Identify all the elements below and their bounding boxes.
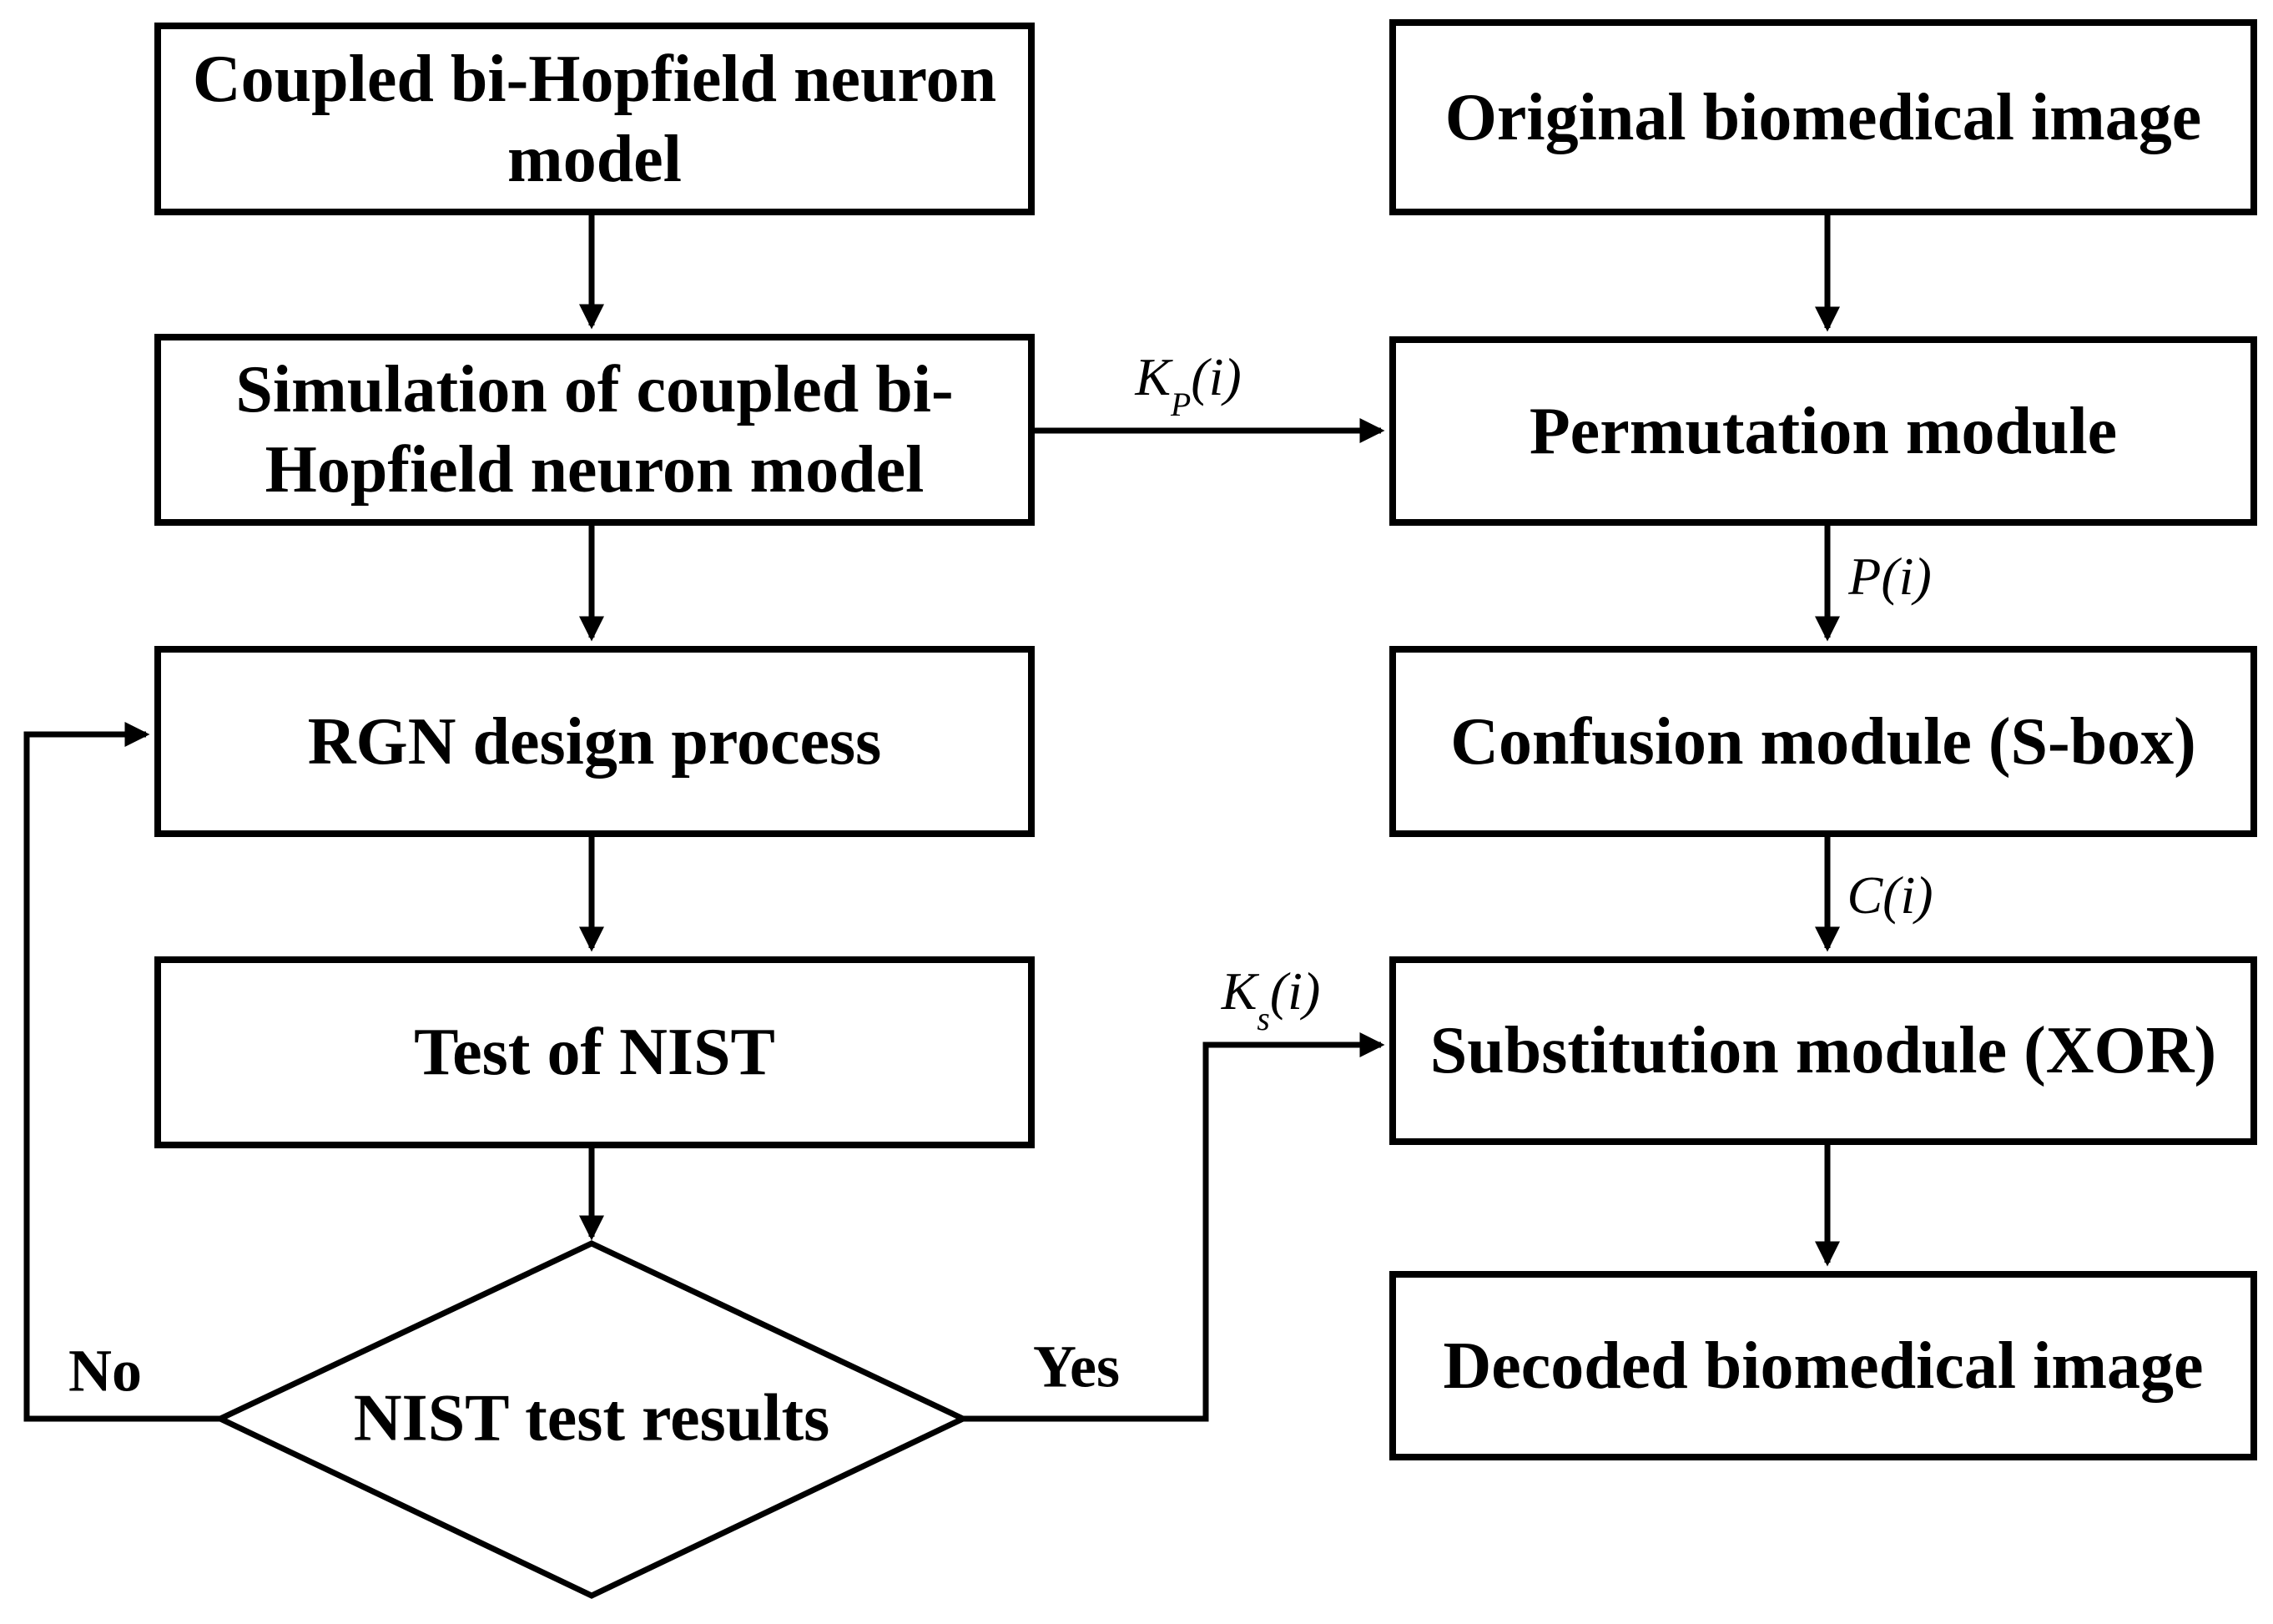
edge-label-c-i: C(i) bbox=[1847, 865, 1933, 926]
box-label: Confusion module (S-box) bbox=[1450, 704, 2196, 779]
box-label: Test of NIST bbox=[414, 1016, 775, 1089]
box-simulation-of-coupled-bi-hopfield-neuron-model: Simulation of coupled bi- Hopfield neuro… bbox=[154, 334, 1035, 526]
box-coupled-bi-hopfield-neuron-model: Coupled bi-Hopfield neuron model bbox=[154, 23, 1035, 215]
box-label: Coupled bi-Hopfield neuron model bbox=[192, 42, 997, 196]
edge-label-kp-i: KP(i) bbox=[1135, 346, 1242, 421]
arrow-yes-ks-decision-to-substitution bbox=[963, 1031, 1385, 1422]
box-rgn-design-process: RGN design process bbox=[154, 646, 1035, 837]
box-label: Simulation of coupled bi- Hopfield neuro… bbox=[235, 353, 954, 507]
math-base: P bbox=[1848, 547, 1882, 606]
box-label: RGN design process bbox=[307, 704, 882, 779]
math-subscript: P bbox=[1171, 386, 1192, 423]
box-label: Original biomedical image bbox=[1444, 80, 2202, 154]
decision-diamond-shape bbox=[213, 1240, 970, 1599]
edge-label-p-i: P(i) bbox=[1848, 546, 1932, 608]
arrow-no-loop-decision-to-rgn bbox=[23, 721, 220, 1422]
box-label: Decoded biomedical image bbox=[1443, 1329, 2204, 1403]
decision-nist-test-results-label: NIST test results bbox=[353, 1381, 830, 1455]
edge-label-ks-i: Ks(i) bbox=[1221, 961, 1321, 1036]
branch-label-yes: Yes bbox=[1033, 1333, 1120, 1400]
math-args: (i) bbox=[1269, 961, 1321, 1021]
math-args: (i) bbox=[1882, 865, 1933, 925]
box-permutation-module: Permutation module bbox=[1389, 336, 2257, 526]
box-confusion-module-sbox: Confusion module (S-box) bbox=[1389, 646, 2257, 837]
box-substitution-module-xor: Substitution module (XOR) bbox=[1389, 956, 2257, 1145]
box-original-biomedical-image: Original biomedical image bbox=[1389, 19, 2257, 215]
box-label: Permutation module bbox=[1529, 394, 2118, 468]
math-args: (i) bbox=[1881, 547, 1932, 606]
math-base: K bbox=[1221, 961, 1257, 1021]
box-decoded-biomedical-image: Decoded biomedical image bbox=[1389, 1271, 2257, 1460]
math-subscript: s bbox=[1257, 1000, 1270, 1037]
box-label: Substitution module (XOR) bbox=[1429, 1014, 2217, 1087]
math-args: (i) bbox=[1191, 347, 1242, 406]
math-base: C bbox=[1847, 865, 1883, 925]
branch-label-no: No bbox=[68, 1337, 142, 1405]
box-test-of-nist: Test of NIST bbox=[154, 956, 1035, 1148]
math-base: K bbox=[1135, 347, 1172, 406]
